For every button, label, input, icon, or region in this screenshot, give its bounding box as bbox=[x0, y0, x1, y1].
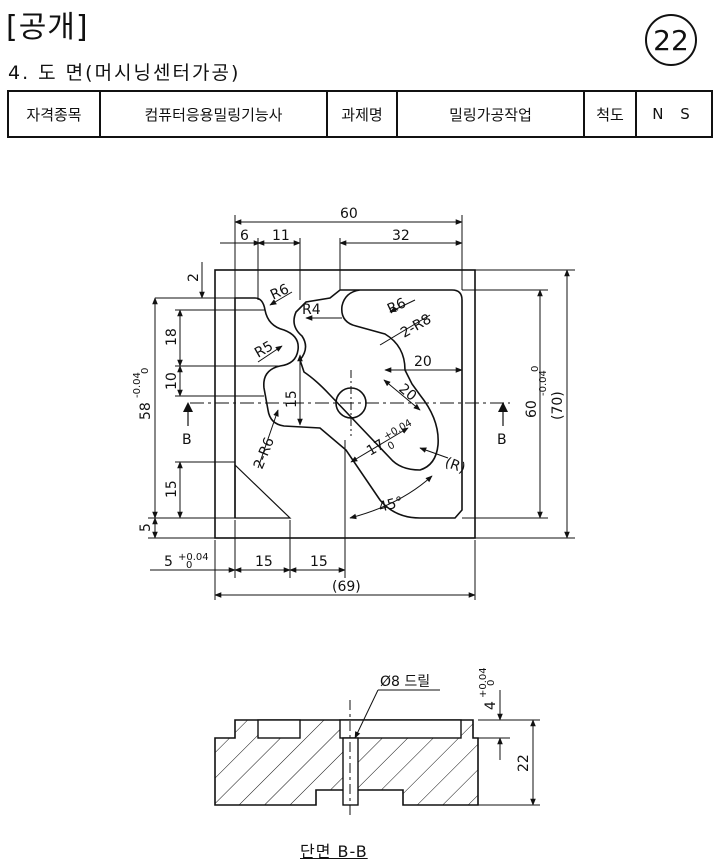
radius-2-r8: 2-R8 bbox=[398, 311, 434, 341]
task-label: 과제명 bbox=[326, 90, 398, 138]
dim-58: 58 bbox=[138, 402, 154, 420]
dim-20-horizontal: 20 bbox=[414, 354, 432, 370]
qualification-label: 자격종목 bbox=[7, 90, 101, 138]
dim-5-bottom-tol0: 0 bbox=[186, 560, 192, 571]
radius-r6-a: R6 bbox=[268, 281, 292, 303]
scale-value: N S bbox=[635, 90, 713, 138]
dim-5-left: 5 bbox=[138, 523, 154, 532]
dim-15-left: 15 bbox=[164, 480, 180, 498]
section-arrow-left bbox=[183, 402, 193, 412]
pocket-step-left bbox=[257, 719, 301, 739]
dim-17-tol: +0.04 bbox=[382, 418, 414, 443]
section-mark-right: B bbox=[497, 432, 507, 448]
dim-60-right: 60 bbox=[524, 400, 540, 418]
dim-18: 18 bbox=[164, 328, 180, 346]
radius-r5: R5 bbox=[252, 338, 276, 361]
radius-r4: R4 bbox=[302, 302, 321, 318]
drill-label: Ø8 드릴 bbox=[380, 674, 430, 690]
boss-outline bbox=[234, 289, 463, 519]
dim-5-bottom-tol: +0.04 bbox=[178, 552, 209, 563]
dim-17: 17 bbox=[364, 437, 387, 460]
plan-dimension-labels: 60 6 11 32 2 18 10 15 58 -0.04 0 5 60 -0… bbox=[132, 206, 566, 595]
angle-45: 45° bbox=[377, 494, 405, 516]
section-mark-left: B bbox=[182, 432, 192, 448]
info-table-row: 자격종목 컴퓨터응용밀링기능사 과제명 밀링가공작업 척도 N S bbox=[7, 90, 713, 138]
radius-r6-b: R6 bbox=[385, 295, 409, 317]
dim-58-tol: -0.04 bbox=[132, 372, 143, 398]
dim-10: 10 bbox=[164, 372, 180, 390]
dim-5-bottom: 5 bbox=[164, 554, 173, 570]
dim-70: (70) bbox=[550, 391, 566, 420]
depth-4-tol: +0.04 bbox=[478, 667, 489, 698]
dim-60-tol: -0.04 bbox=[538, 370, 549, 396]
dim-2: 2 bbox=[186, 273, 202, 282]
section-view: Ø8 드릴 4 +0.04 0 22 bbox=[214, 667, 540, 815]
dim-15-bottom-b: 15 bbox=[310, 554, 328, 570]
section-arrow-right bbox=[498, 402, 508, 412]
depth-4-tol0: 0 bbox=[486, 680, 497, 686]
scale-label: 척도 bbox=[583, 90, 637, 138]
dim-15-bottom-a: 15 bbox=[255, 554, 273, 570]
dim-20-diagonal: 20 bbox=[395, 381, 419, 405]
page-number-badge: 22 bbox=[645, 14, 697, 66]
boss-wall bbox=[234, 463, 292, 519]
dim-60-tol0: 0 bbox=[530, 366, 541, 372]
public-tag: [공개] bbox=[6, 10, 89, 45]
dim-58-tol0: 0 bbox=[140, 368, 151, 374]
section-caption: 단면 B-B bbox=[300, 842, 368, 861]
dim-60: 60 bbox=[340, 206, 358, 222]
qualification-value: 컴퓨터응용밀링기능사 bbox=[99, 90, 328, 138]
info-table: 자격종목 컴퓨터응용밀링기능사 과제명 밀링가공작업 척도 N S bbox=[7, 90, 713, 138]
radius-2-r6: 2-R6 bbox=[251, 435, 278, 471]
section-title: 4. 도 면(머시닝센터가공) bbox=[8, 62, 241, 84]
dim-6: 6 bbox=[240, 228, 249, 244]
radius-r-paren: (R) bbox=[443, 455, 468, 477]
task-value: 밀링가공작업 bbox=[396, 90, 585, 138]
plan-view bbox=[148, 215, 575, 600]
height-22: 22 bbox=[516, 754, 532, 772]
dim-11: 11 bbox=[272, 228, 290, 244]
dim-17-tol0: 0 bbox=[386, 440, 397, 453]
dim-15-inner: 15 bbox=[284, 390, 300, 408]
depth-4: 4 bbox=[483, 701, 499, 710]
dim-32: 32 bbox=[392, 228, 410, 244]
dim-69: (69) bbox=[332, 579, 361, 595]
pocket-step-right bbox=[339, 719, 462, 739]
